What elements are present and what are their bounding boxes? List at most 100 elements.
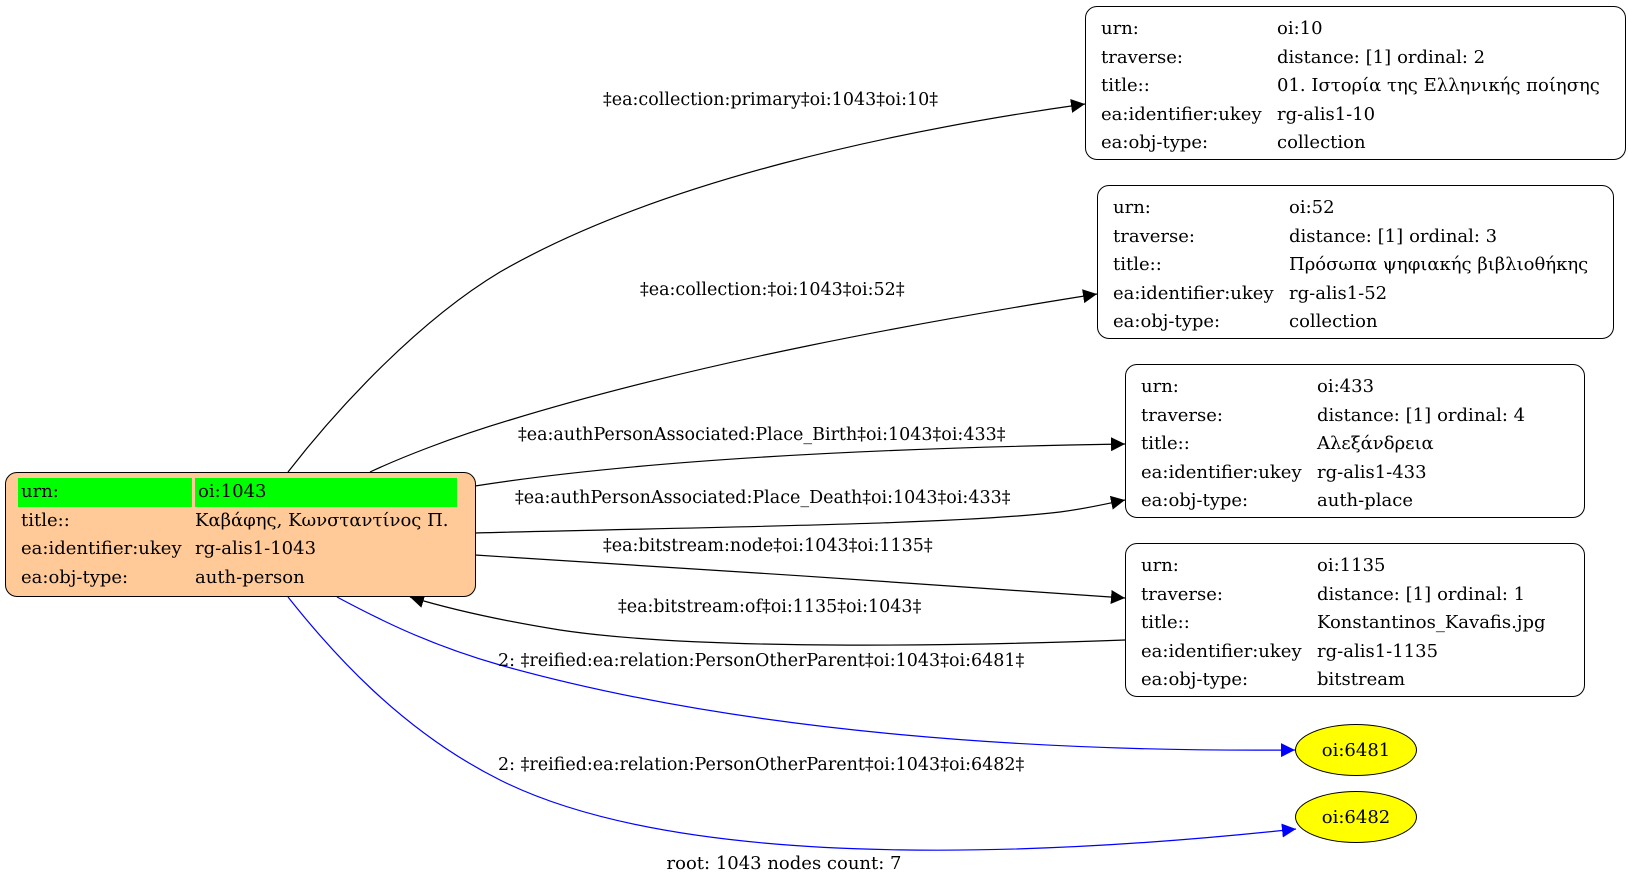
node-urn-row: urn: oi:10: [1098, 15, 1603, 44]
node-title-row: title::01. Ιστορία της Ελληνικής ποίησης: [1098, 72, 1603, 101]
node-ukey-key: ea:identifier:ukey: [1141, 461, 1302, 483]
node-urn-key: urn:: [1141, 555, 1179, 576]
graph-footer: root: 1043 nodes count: 7: [0, 853, 1628, 874]
node-urn-row: urn: oi:1135: [1138, 552, 1549, 581]
node-traverse-key: traverse:: [1141, 404, 1223, 426]
node-oi-10[interactable]: urn: oi:10 traverse: distance: [1]ordinal:…: [1085, 6, 1626, 160]
node-title-value: Πρόσωπα ψηφιακής βιβλιοθήκης: [1289, 254, 1589, 275]
node-type-row: ea:obj-type: collection: [1098, 129, 1603, 158]
node-ukey-value: rg-alis1-52: [1289, 282, 1388, 304]
edge-label-bitstream-node: ‡ea:bitstream:node‡oi:1043‡oi:1135‡: [603, 536, 933, 556]
node-title-value: 01. Ιστορία της Ελληνικής ποίησης: [1277, 75, 1600, 96]
root-title-value: Καβάφης, Κωνσταντίνος Π.: [195, 509, 449, 531]
node-oi-433[interactable]: urn: oi:433 traverse: distance: [1]ordinal…: [1125, 364, 1585, 518]
node-title-value: Konstantinos_Kavafis.jpg: [1317, 612, 1546, 633]
node-type-value: collection: [1289, 311, 1378, 332]
edge-label-reified-6481: 2: ‡reified:ea:relation:PersonOtherParen…: [498, 651, 1025, 671]
edge-label-place-death: ‡ea:authPersonAssociated:Place_Death‡oi:…: [515, 488, 1011, 508]
root-title-row: title:: Καβάφης, Κωνσταντίνος Π.: [18, 507, 457, 536]
node-distance: distance: [1]: [1317, 583, 1432, 605]
node-type-value: collection: [1277, 132, 1366, 153]
oval-node-oi-6481[interactable]: oi:6481: [1295, 724, 1417, 776]
oval-node-oi-6482[interactable]: oi:6482: [1295, 791, 1417, 843]
node-traverse-row: traverse: distance: [1]ordinal: 2: [1098, 44, 1603, 73]
edge-label-collection-primary: ‡ea:collection:primary‡oi:1043‡oi:10‡: [603, 90, 938, 110]
root-ukey-value: rg-alis1-1043: [195, 538, 317, 559]
node-type-key: ea:obj-type:: [1101, 132, 1209, 153]
root-urn-value: oi:1043: [192, 478, 457, 507]
node-title-row: title::Αλεξάνδρεια: [1138, 430, 1528, 459]
node-traverse-key: traverse:: [1141, 583, 1223, 605]
node-ukey-row: ea:identifier:ukey rg-alis1-1135: [1138, 638, 1549, 667]
node-distance: distance: [1]: [1277, 46, 1392, 68]
node-urn-key: urn:: [1141, 376, 1179, 397]
node-ukey-value: rg-alis1-10: [1277, 103, 1376, 125]
node-urn-key: urn:: [1113, 197, 1151, 218]
node-type-key: ea:obj-type:: [1113, 311, 1221, 332]
node-oi-1135[interactable]: urn: oi:1135 traverse: distance: [1]ordina…: [1125, 543, 1585, 697]
edge-label-reified-6482: 2: ‡reified:ea:relation:PersonOtherParen…: [498, 755, 1025, 775]
node-traverse-key: traverse:: [1101, 46, 1183, 68]
edge-bitstream-of: [409, 594, 1126, 646]
node-ukey-key: ea:identifier:ukey: [1101, 103, 1262, 125]
node-ukey-key: ea:identifier:ukey: [1141, 640, 1302, 662]
root-type-value: auth-person: [195, 566, 305, 588]
node-title-key: title::: [1141, 612, 1190, 633]
edge-label-collection: ‡ea:collection:‡oi:1043‡oi:52‡: [640, 280, 905, 300]
node-type-row: ea:obj-type: collection: [1110, 308, 1591, 337]
node-ordinal: ordinal: 3: [1409, 225, 1498, 247]
edge-place-death: [474, 495, 1126, 534]
edge-label-bitstream-of: ‡ea:bitstream:of‡oi:1135‡oi:1043‡: [618, 597, 922, 617]
node-type-key: ea:obj-type:: [1141, 669, 1249, 690]
root-urn-key: urn:: [18, 478, 192, 507]
node-ukey-row: ea:identifier:ukey rg-alis1-433: [1138, 459, 1528, 488]
node-ordinal: ordinal: 4: [1437, 404, 1526, 426]
node-type-value: bitstream: [1317, 669, 1406, 690]
node-ukey-row: ea:identifier:ukey rg-alis1-52: [1110, 280, 1591, 309]
node-type-value: auth-place: [1317, 490, 1413, 511]
node-urn-row: urn: oi:433: [1138, 373, 1528, 402]
node-urn-value: oi:433: [1317, 376, 1375, 397]
node-title-row: title::Πρόσωπα ψηφιακής βιβλιοθήκης: [1110, 251, 1591, 280]
edge-collection-primary: [287, 99, 1086, 473]
root-title-key: title::: [21, 509, 70, 531]
node-title-value: Αλεξάνδρεια: [1317, 433, 1434, 454]
node-urn-key: urn:: [1101, 18, 1139, 39]
footer-label: root: 1043 nodes count: 7: [666, 853, 902, 874]
node-ukey-key: ea:identifier:ukey: [1113, 282, 1274, 304]
node-urn-value: oi:10: [1277, 18, 1323, 39]
oval-label: oi:6482: [1321, 806, 1391, 828]
root-urn-row: urn: oi:1043: [18, 478, 457, 507]
node-ordinal: ordinal: 1: [1437, 583, 1526, 605]
node-ukey-value: rg-alis1-433: [1317, 461, 1427, 483]
root-type-row: ea:obj-type: auth-person: [18, 564, 457, 593]
node-ordinal: ordinal: 2: [1397, 46, 1486, 68]
node-ukey-row: ea:identifier:ukey rg-alis1-10: [1098, 101, 1603, 130]
node-urn-row: urn:oi:52: [1110, 194, 1591, 223]
node-urn-value: oi:1135: [1317, 555, 1386, 576]
node-distance: distance: [1]: [1289, 225, 1404, 247]
edge-reified-6481: [336, 596, 1296, 758]
node-type-row: ea:obj-type: bitstream: [1138, 666, 1549, 695]
node-ukey-value: rg-alis1-1135: [1317, 640, 1439, 662]
node-title-key: title::: [1113, 254, 1162, 275]
edge-bitstream-node: [474, 554, 1126, 604]
edge-place-birth: [474, 437, 1126, 487]
root-type-key: ea:obj-type:: [21, 566, 129, 588]
node-type-row: ea:obj-type: auth-place: [1138, 487, 1528, 516]
node-traverse-row: traverse: distance: [1]ordinal: 3: [1110, 223, 1591, 252]
edge-reified-6482: [287, 596, 1297, 851]
node-distance: distance: [1]: [1317, 404, 1432, 426]
root-node[interactable]: urn: oi:1043 title:: Καβάφης, Κωνσταντίν…: [5, 472, 476, 597]
root-ukey-key: ea:identifier:ukey: [21, 538, 182, 559]
node-type-key: ea:obj-type:: [1141, 490, 1249, 511]
node-oi-52[interactable]: urn:oi:52 traverse: distance: [1]ordinal:…: [1097, 185, 1614, 339]
node-title-key: title::: [1101, 75, 1150, 96]
node-title-row: title::Konstantinos_Kavafis.jpg: [1138, 609, 1549, 638]
oval-label: oi:6481: [1321, 739, 1391, 761]
node-traverse-key: traverse:: [1113, 225, 1195, 247]
node-title-key: title::: [1141, 433, 1190, 454]
node-traverse-row: traverse: distance: [1]ordinal: 4: [1138, 402, 1528, 431]
edge-collection: [369, 289, 1098, 473]
